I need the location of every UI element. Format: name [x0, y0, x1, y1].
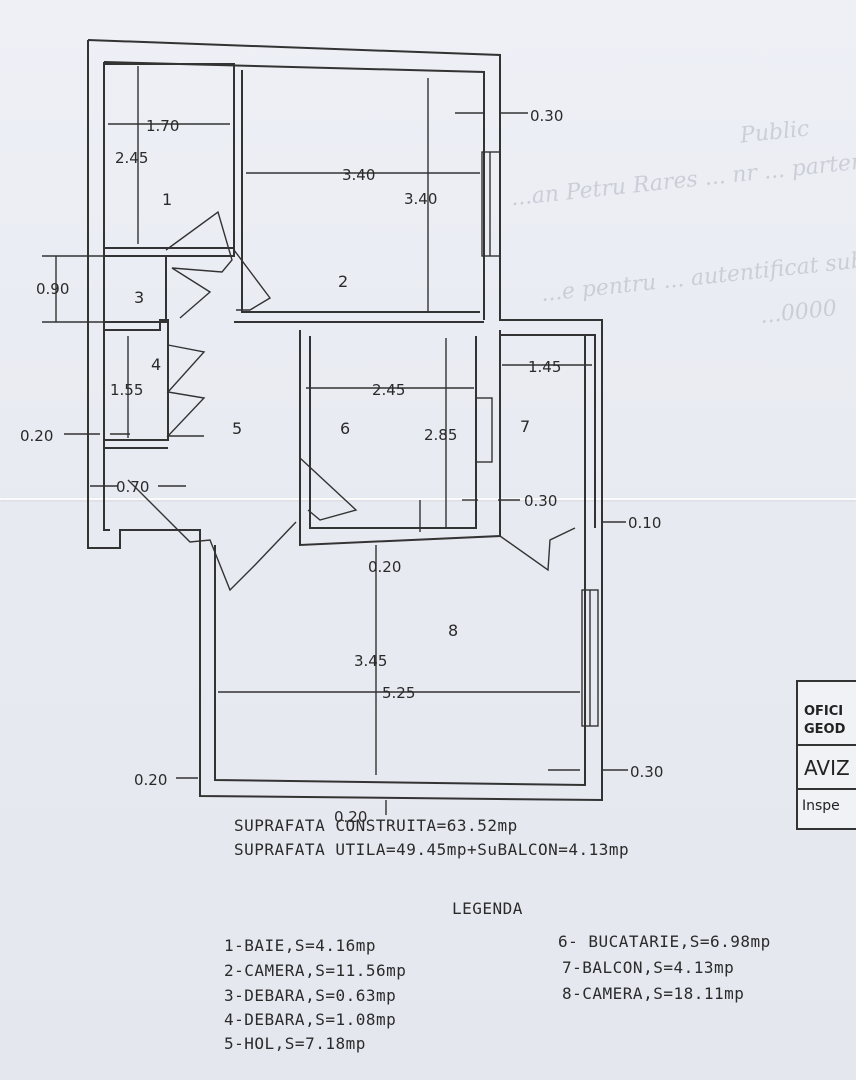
legend-item: 4-DEBARA,S=1.08mp [224, 1010, 397, 1029]
dimension-lines [42, 66, 628, 815]
room-label-2: 2 [338, 272, 348, 291]
dim-wall-bottom: 0.20 [334, 808, 367, 826]
door-swings [127, 210, 576, 592]
dim-6-width: 2.45 [372, 381, 405, 399]
dim-8-height: 3.45 [354, 652, 387, 670]
legend-item: 8-CAMERA,S=18.11mp [562, 984, 745, 1003]
legend-title: LEGENDA [452, 899, 523, 918]
dim-wall-right-mid: 0.10 [628, 514, 661, 532]
room-7-walls [500, 334, 596, 528]
legend-item: 5-HOL,S=7.18mp [224, 1034, 366, 1053]
dim-3-height: 0.90 [36, 280, 69, 298]
room-4-walls [104, 319, 169, 449]
stamp-line: Inspe [802, 798, 840, 814]
dim-wall-balcony: 0.30 [524, 492, 557, 510]
dim-1-width: 1.70 [146, 117, 179, 135]
dim-door-070: 0.70 [116, 478, 149, 496]
room-6-walls [299, 330, 501, 547]
useful-area-text: SUPRAFATA UTILA=49.45mp+SuBALCON=4.13mp [234, 840, 630, 859]
room-label-3: 3 [134, 288, 144, 307]
dim-wall-left-bottom: 0.20 [134, 771, 167, 789]
dim-wall-left-mid: 0.20 [20, 427, 53, 445]
room-label-8: 8 [448, 621, 458, 640]
legend-item: 1-BAIE,S=4.16mp [224, 936, 376, 955]
legend-item: 2-CAMERA,S=11.56mp [224, 961, 407, 980]
dim-wall-mid: 0.20 [368, 558, 401, 576]
stamp-line: OFICI [804, 704, 844, 719]
legend-item: 7-BALCON,S=4.13mp [562, 958, 735, 977]
stamp-line: AVIZ [804, 756, 850, 780]
fold-crease [0, 498, 856, 500]
legend-item: 6- BUCATARIE,S=6.98mp [558, 932, 771, 951]
dim-2-height: 3.40 [404, 190, 437, 208]
legend-item: 3-DEBARA,S=0.63mp [224, 986, 397, 1005]
dim-8-width: 5.25 [382, 684, 415, 702]
dim-wall-top-right: 0.30 [530, 107, 563, 125]
built-area-text: SUPRAFATA CONSTRUITA=63.52mp [234, 816, 518, 835]
room-label-1: 1 [162, 190, 172, 209]
room-8-window [581, 589, 599, 727]
room-label-6: 6 [340, 419, 350, 438]
room-3-walls [103, 255, 167, 323]
dim-2-width: 3.40 [342, 166, 375, 184]
stamp-line: GEOD [804, 722, 846, 737]
dim-6-height: 2.85 [424, 426, 457, 444]
dim-7-width: 1.45 [528, 358, 561, 376]
room-label-4: 4 [151, 355, 161, 374]
room-label-7: 7 [520, 417, 530, 436]
dim-4-height: 1.55 [110, 381, 143, 399]
official-stamp: OFICI GEOD AVIZ Inspe [796, 680, 856, 830]
dim-1-height: 2.45 [115, 149, 148, 167]
room-2-walls [233, 68, 501, 323]
dim-wall-right-bottom: 0.30 [630, 763, 663, 781]
room-label-5: 5 [232, 419, 242, 438]
